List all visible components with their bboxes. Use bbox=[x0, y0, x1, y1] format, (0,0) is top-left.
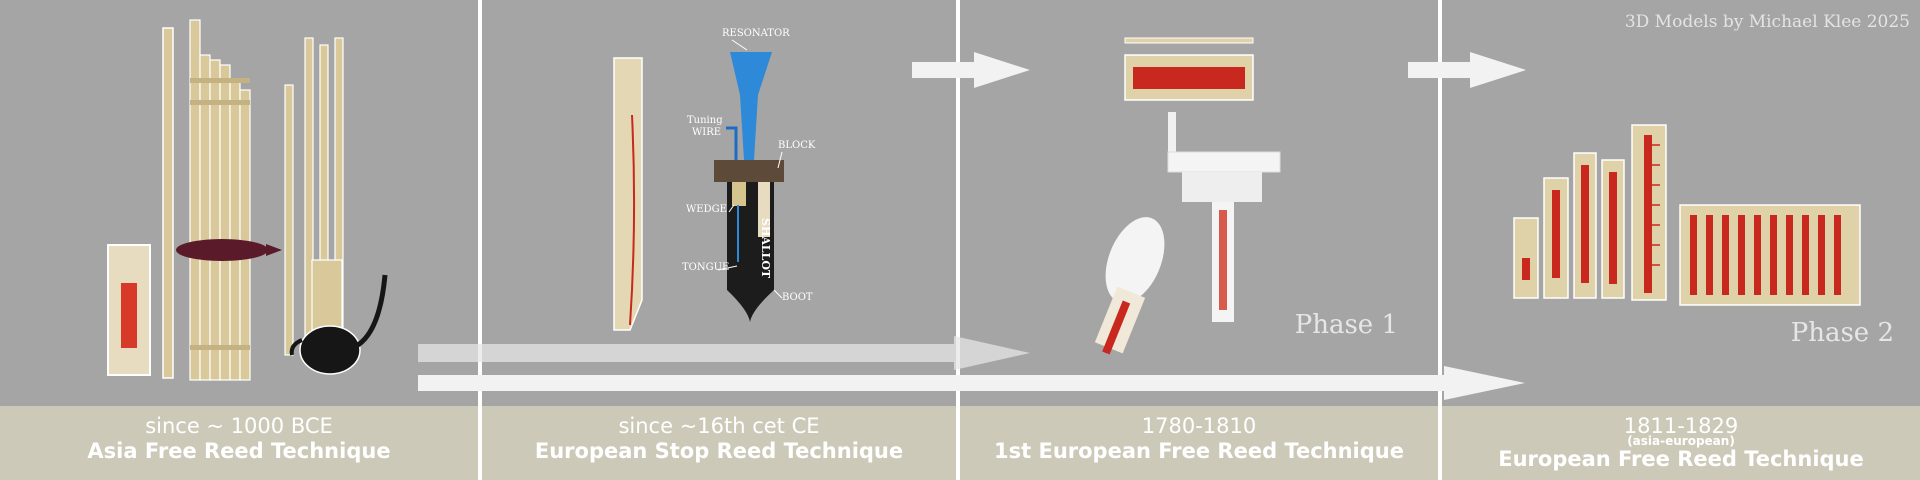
label-boot: BOOT bbox=[782, 292, 813, 303]
label-tuning: Tuning bbox=[687, 115, 723, 126]
arrow-icon bbox=[912, 52, 1030, 88]
label-resonator: RESONATOR bbox=[722, 28, 790, 39]
phase-label: Phase 2 bbox=[1790, 318, 1894, 348]
arrow-icon bbox=[418, 366, 1525, 400]
caption-phase-2: 1811-1829 (asia-european) European Free … bbox=[1442, 406, 1920, 480]
arrow-icon bbox=[1408, 52, 1526, 88]
reed-plates-icon bbox=[1513, 124, 1861, 306]
sheng-instrument-icon bbox=[107, 19, 388, 381]
organ-reed-pipe-icon: RESONATOR Tuning WIRE BLOCK WEDGE TONGUE… bbox=[613, 28, 816, 331]
panel-subtitle: (asia-european) bbox=[1627, 434, 1735, 448]
panel-date: 1811-1829 bbox=[1623, 414, 1739, 438]
phase-label: Phase 1 bbox=[1294, 310, 1398, 340]
panel-phase-1: Phase 1 1780-1810 1st European Free Reed… bbox=[960, 0, 1438, 480]
panel-title: 1st European Free Reed Technique bbox=[994, 439, 1404, 463]
panel-date: since ~16th cet CE bbox=[618, 414, 820, 438]
arrow-icon bbox=[418, 336, 1030, 370]
panel-title: Asia Free Reed Technique bbox=[87, 439, 391, 463]
panel-stop-reed: RESONATOR Tuning WIRE BLOCK WEDGE TONGUE… bbox=[482, 0, 956, 480]
label-wire: WIRE bbox=[692, 127, 721, 138]
panel-date: since ~ 1000 BCE bbox=[145, 414, 333, 438]
panel-title: European Stop Reed Technique bbox=[534, 439, 904, 463]
label-wedge: WEDGE bbox=[686, 204, 727, 215]
panel-asia: since ~ 1000 BCE Asia Free Reed Techniqu… bbox=[0, 0, 478, 480]
panel-title: European Free Reed Technique bbox=[1498, 447, 1864, 471]
caption-phase-1: 1780-1810 1st European Free Reed Techniq… bbox=[960, 406, 1438, 480]
caption-asia: since ~ 1000 BCE Asia Free Reed Techniqu… bbox=[0, 406, 478, 480]
free-reed-tongue-icon bbox=[1094, 37, 1281, 355]
label-tongue: TONGUE bbox=[682, 262, 729, 273]
label-block: BLOCK bbox=[778, 140, 816, 151]
label-shallot: SHALLOT bbox=[759, 218, 772, 279]
caption-stop-reed: since ~16th cet CE European Stop Reed Te… bbox=[482, 406, 956, 480]
credit-text: 3D Models by Michael Klee 2025 bbox=[1624, 12, 1910, 32]
panel-phase-2: 3D Models by Michael Klee 2025 bbox=[1442, 0, 1920, 480]
panel-date: 1780-1810 bbox=[1141, 414, 1257, 438]
